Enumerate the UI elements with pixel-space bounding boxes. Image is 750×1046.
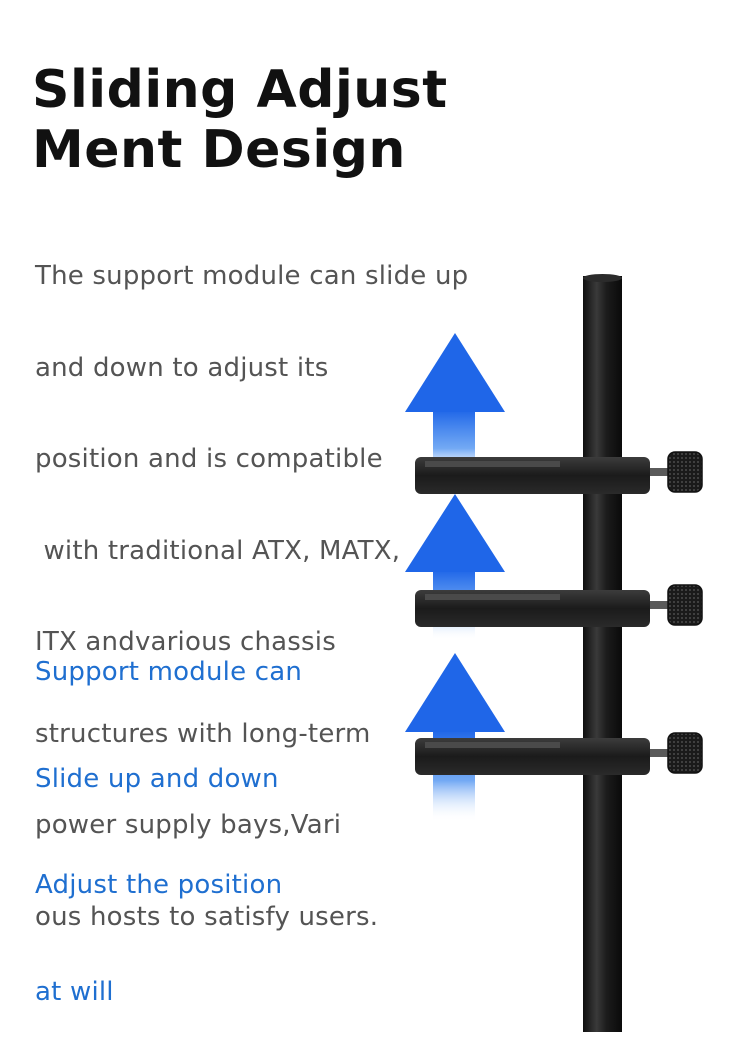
- description-line: power supply bays,Vari: [35, 810, 342, 840]
- support-pole: [583, 274, 622, 1032]
- description-line: with traditional ATX, MATX,: [35, 535, 401, 566]
- description-line: and down to adjust its: [35, 352, 329, 383]
- thumb-screw-knob-icon[interactable]: [667, 584, 703, 626]
- sliding-clamp: [415, 732, 703, 775]
- headline-line: Ment Design: [32, 120, 406, 180]
- headline-line: Sliding Adjust: [32, 60, 448, 120]
- description-line: position and is compatible: [35, 444, 383, 474]
- callout-line: at will: [35, 976, 114, 1007]
- thumb-screw-knob-icon[interactable]: [667, 732, 703, 774]
- description-line: The support module can slide up: [35, 261, 469, 291]
- headline: Sliding Adjust Ment Design: [32, 60, 448, 180]
- callout-text: Support module can Slide up and down Adj…: [35, 584, 302, 1046]
- sliding-clamp: [415, 584, 703, 627]
- sliding-clamp: [415, 451, 703, 494]
- callout-line: Slide up and down: [35, 763, 279, 794]
- callout-line: Adjust the position: [35, 870, 283, 900]
- callout-line: Support module can: [35, 657, 303, 687]
- description-line: ous hosts to satisfy users.: [35, 901, 379, 932]
- description-line: structures with long-term: [35, 718, 371, 749]
- description: The support module can slide up and down…: [35, 200, 468, 963]
- thumb-screw-knob-icon[interactable]: [667, 451, 703, 493]
- description-line: ITX andvarious chassis: [35, 627, 336, 657]
